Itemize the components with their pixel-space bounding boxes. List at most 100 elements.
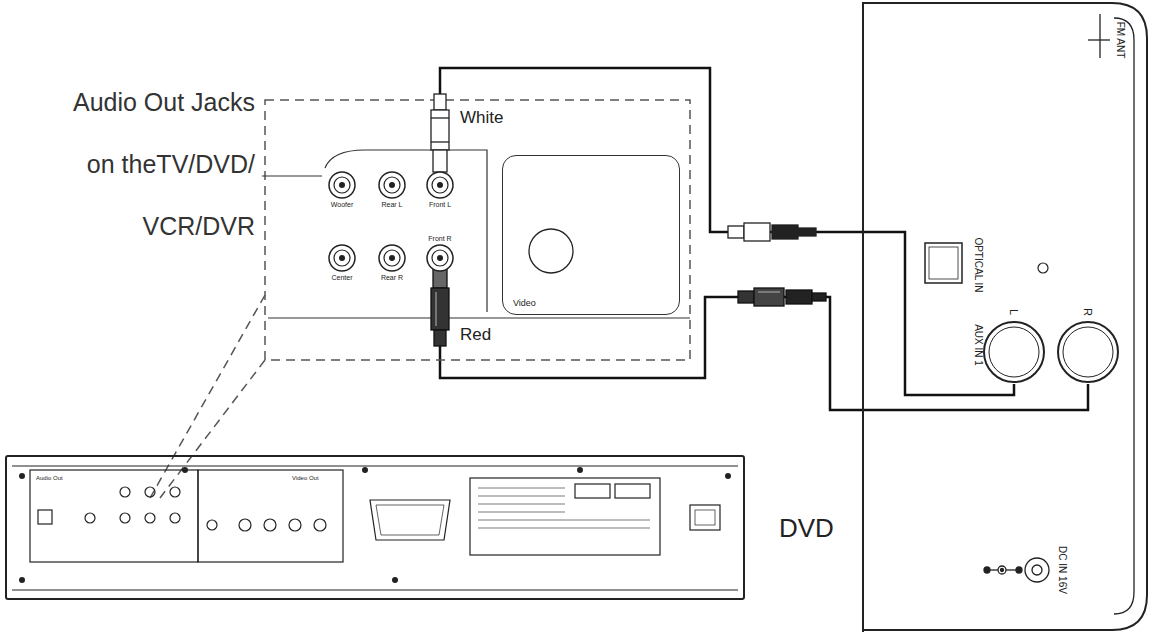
dc-jack (1001, 569, 1004, 572)
rca-jack (379, 245, 405, 271)
rca-jack (334, 177, 350, 193)
dc-jack (984, 558, 1049, 582)
port-label: DC IN 16V (1056, 546, 1068, 594)
channel-label: L (1005, 309, 1023, 315)
dvd-panel (376, 505, 444, 535)
dvd-panel (170, 513, 180, 523)
video-jack (503, 156, 603, 286)
dvd-panel (478, 512, 565, 513)
red-plug (431, 266, 449, 346)
dvd-panel (145, 487, 155, 497)
rca-jack (389, 255, 395, 261)
unit-housing (1114, 18, 1134, 614)
dvd-panel (198, 470, 343, 562)
white-plug (434, 94, 446, 110)
dvd-panel (289, 519, 301, 531)
dvd-panel (12, 466, 738, 590)
dc-jack (1025, 558, 1049, 582)
rca-jack (1063, 327, 1113, 377)
dc-jack (984, 567, 990, 573)
red-inline-connector (786, 290, 812, 304)
jack-panel-outline (268, 150, 690, 318)
dvd-player: DVD (5, 455, 745, 600)
callout-frame (265, 100, 690, 360)
screw (725, 473, 731, 479)
cable-color-label: White (458, 108, 505, 128)
leader-line (262, 175, 322, 176)
rca-jack (379, 172, 405, 198)
panel-label: Audio Out (36, 474, 63, 482)
dvd-panel (370, 500, 450, 540)
jack-label: Center (320, 272, 364, 283)
audio-jack: Woofer (320, 171, 364, 210)
dvd-panel (478, 528, 650, 529)
dvd-panel (239, 519, 251, 531)
rca-jack (339, 255, 345, 261)
screw (19, 473, 25, 479)
white-plug (431, 94, 449, 172)
leader-line (262, 175, 322, 176)
unit-housing (862, 0, 1151, 632)
jack-label: Rear L (370, 199, 414, 210)
optical-port (925, 243, 1048, 283)
port-label: FM ANT (1114, 22, 1126, 59)
audio-jack: Front L (418, 171, 462, 210)
red-inline-connector (812, 293, 826, 301)
dvd-panel (12, 589, 738, 590)
red-inline-connector (758, 291, 780, 292)
screw (182, 467, 188, 473)
dvd-panel (12, 465, 738, 466)
white-plug (431, 110, 449, 150)
video-label: Video (513, 298, 536, 308)
jack-label: Woofer (320, 199, 364, 210)
jack-label: Front R (418, 233, 462, 244)
port-label: AUX IN 1 (972, 324, 984, 366)
red-plug (431, 288, 449, 330)
callout-frame (150, 295, 265, 498)
dvd-panel (145, 513, 155, 523)
dvd-panel (575, 484, 610, 498)
white-inline-connector (798, 228, 816, 236)
aux-input-jack: L (982, 302, 1046, 384)
audio-cable (440, 272, 1088, 410)
aux-input-jack: R (1056, 302, 1120, 384)
jack-panel-outline (268, 317, 690, 318)
rca-jack (432, 177, 448, 193)
rca-jack (384, 177, 400, 193)
white-inline-connector (728, 226, 744, 238)
dvd-panel (470, 478, 660, 555)
screw (392, 577, 398, 583)
fm-antenna-symbol (1088, 14, 1110, 58)
rca-jack (426, 244, 454, 272)
rca-jack (1058, 322, 1118, 382)
dvd-panel (30, 470, 198, 562)
rca-jack (378, 244, 406, 272)
red-inline-connector (738, 288, 826, 306)
red-inline-connector (738, 291, 754, 303)
screw (577, 467, 583, 473)
white-plug (431, 117, 449, 118)
dvd-panel (264, 519, 276, 531)
rca-jack (1056, 320, 1120, 384)
dvd-panel (207, 520, 217, 530)
dvd-panel (120, 513, 130, 523)
dvd-panel (478, 504, 565, 505)
cable-color-label: Red (458, 325, 493, 345)
rca-jack (426, 171, 454, 199)
unit-housing (863, 3, 1147, 632)
audio-jack: Rear L (370, 171, 414, 210)
jack-label: Rear R (370, 272, 414, 283)
channel-label: R (1079, 308, 1097, 316)
rca-jack (984, 322, 1044, 382)
screw (362, 467, 368, 473)
rca-jack (328, 244, 356, 272)
dvd-panel (85, 513, 95, 523)
rca-jack (389, 182, 395, 188)
white-inline-connector (772, 225, 798, 239)
rca-jack (427, 172, 453, 198)
fm-antenna-symbol (1088, 39, 1110, 40)
rca-jack (339, 182, 345, 188)
dvd-panel (170, 487, 180, 497)
rca-jack (384, 250, 400, 266)
